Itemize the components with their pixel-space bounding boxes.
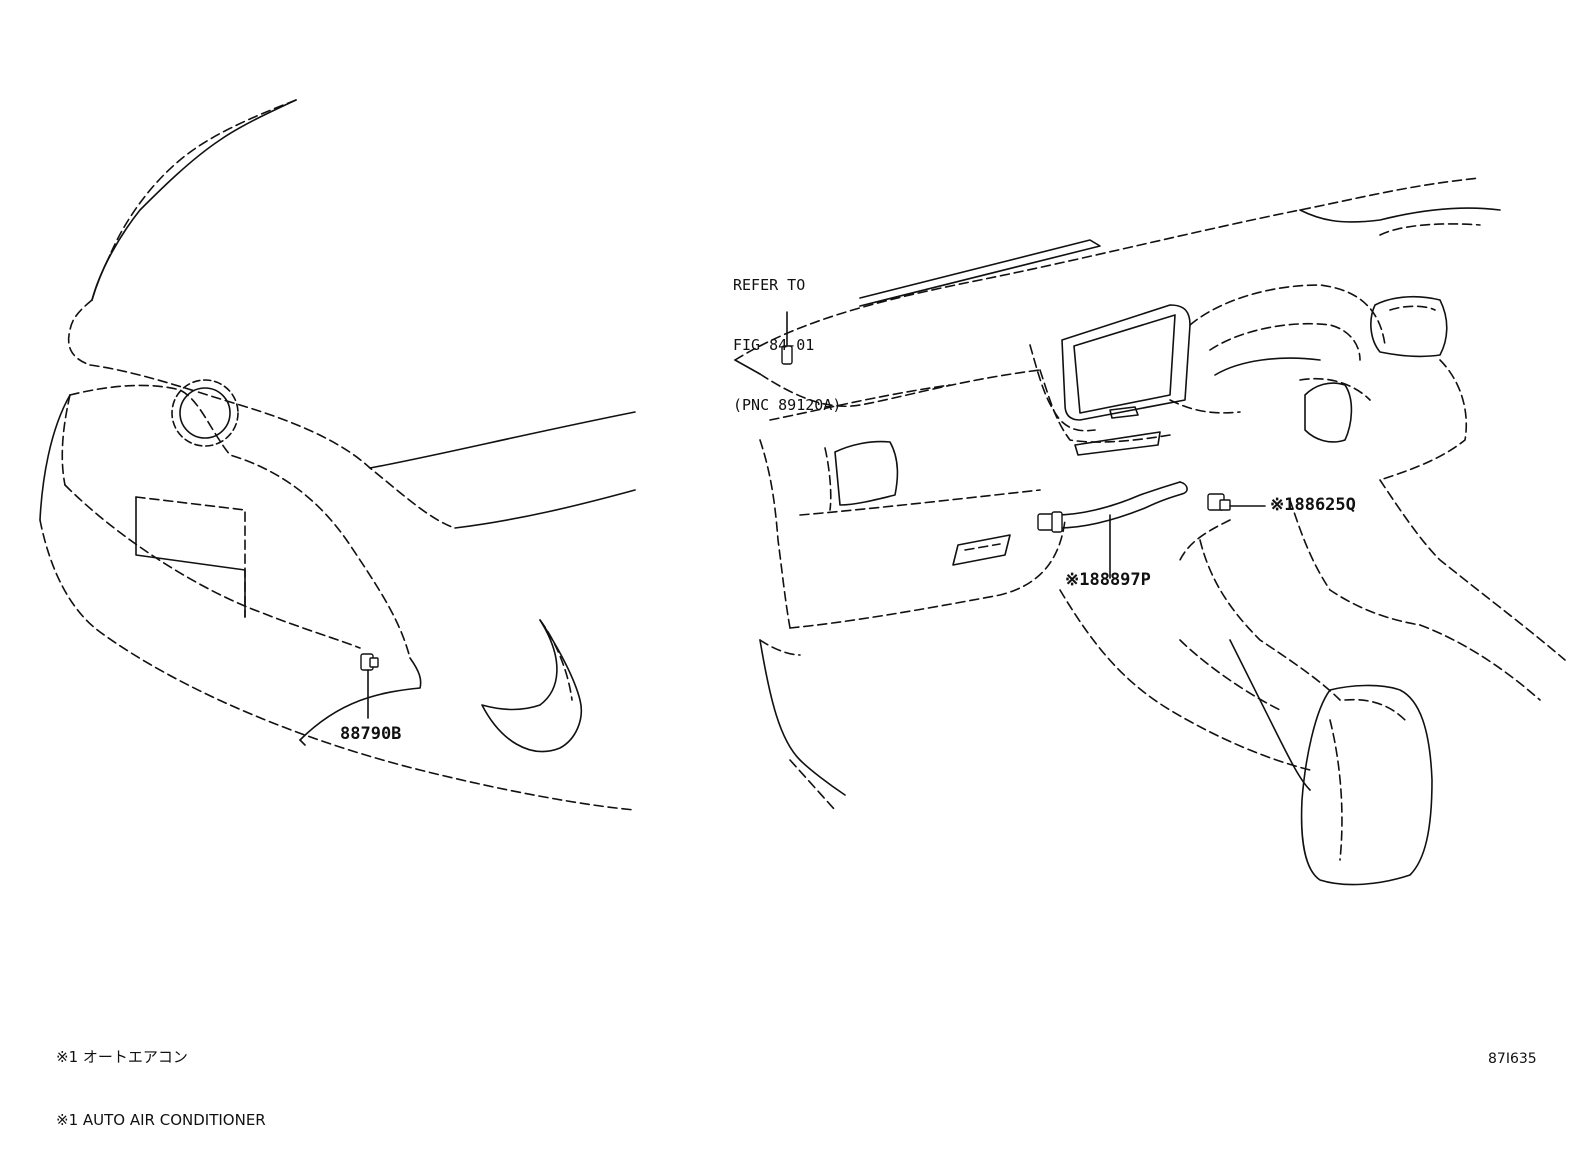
- parts-diagram: [39, 99, 1566, 886]
- legend-line-en: ※1 AUTO AIR CONDITIONER: [56, 1111, 266, 1129]
- callout-88625q: ※188625Q: [1270, 495, 1356, 515]
- refer-note: REFER TO FIG 84-01 (PNC 89120A): [733, 235, 841, 435]
- figure-id: 87I635: [1488, 1051, 1537, 1067]
- front-bumper-illustration: [39, 99, 636, 811]
- refer-note-line-2: FIG 84-01: [733, 336, 815, 354]
- instrument-panel-illustration: [734, 177, 1566, 886]
- callout-88897p: ※188897P: [1065, 570, 1151, 590]
- legend-line-jp: ※1 オートエアコン: [56, 1048, 188, 1066]
- refer-note-line-3: (PNC 89120A): [733, 396, 842, 414]
- refer-note-line-1: REFER TO: [733, 276, 806, 294]
- legend: ※1 オートエアコン ※1 AUTO AIR CONDITIONER: [56, 1005, 266, 1152]
- callout-88790b: 88790B: [340, 724, 402, 744]
